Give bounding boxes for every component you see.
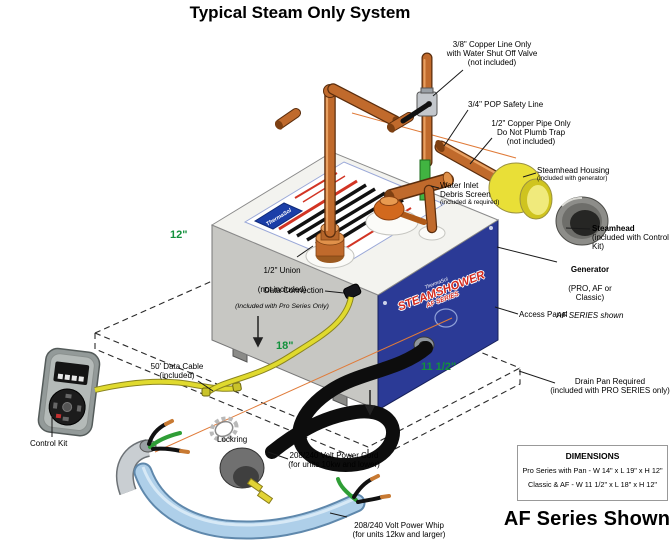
label-copper-line: 3/8" Copper Line Only with Water Shut Of… [446, 40, 538, 68]
dimensions-row-pro: Pro Series with Pan - W 14" x L 19" x H … [522, 466, 663, 475]
data-connection-port [343, 283, 362, 300]
label-union: 1/2" Union (not included) (Included with… [226, 257, 338, 320]
label-union-note: (not included) [257, 284, 307, 294]
water-line [400, 52, 438, 168]
inlet-tee [384, 171, 454, 234]
label-water-inlet-note: (included & required) [440, 199, 500, 206]
label-water-inlet: Water Inlet Debris Screen [440, 181, 491, 200]
series-shown-text: AF Series Shown [503, 508, 671, 530]
steam-pipe [434, 139, 509, 188]
control-kit-device [37, 347, 242, 437]
leader-lines [51, 69, 591, 518]
plug-prong [256, 489, 274, 505]
label-steamhead-housing-note: (included with generator) [537, 175, 608, 182]
label-control-kit: Control Kit [30, 439, 68, 448]
power-whip-part [115, 416, 391, 540]
label-data-cable: 50' Data Cable (included) [150, 362, 204, 381]
dimensions-row-classic: Classic & AF - W 11 1/2" x L 18" x H 12" [527, 480, 658, 489]
down-arrows [252, 316, 376, 416]
drain-valve [373, 196, 427, 225]
alignment-lines [154, 112, 517, 453]
pop-safety-pipe [323, 83, 402, 238]
label-steamhead-housing: Steamhead Housing [537, 166, 610, 175]
label-generator-note2: AF SERIES shown [556, 311, 624, 321]
panel-knockout [434, 308, 458, 328]
dimension-length: 18" [276, 340, 294, 352]
dimension-height: 12" [170, 229, 188, 241]
whip-wires-left [147, 419, 190, 454]
label-steamhead-note: (included with Control Kit) [592, 233, 669, 252]
data-cable-line [201, 296, 354, 397]
dimensions-header: DIMENSIONS [565, 451, 620, 461]
label-lockring: Lockring [217, 435, 248, 444]
panel-screw [489, 226, 493, 230]
label-power-whip: 208/240 Volt Power Whip (for units 12kw … [346, 512, 452, 545]
page-title: Typical Steam Only System [189, 3, 411, 22]
warning-sticker: ThermaSol [243, 161, 446, 265]
generator-unit: ThermaSol [210, 151, 500, 411]
whip-wires-right [336, 474, 391, 504]
label-pop-safety: 3/4" POP Safety Line [468, 100, 544, 109]
label-copper-pipe: 1/2" Copper Pipe Only Do Not Plumb Trap … [491, 119, 571, 147]
label-steamhead: Steamhead [592, 224, 635, 233]
dimension-width: 11 1/2" [421, 361, 457, 373]
plug-prong [246, 477, 264, 493]
label-power-whip-main: 208/240 Volt Power Whip (for units 12kw … [352, 521, 446, 540]
steamhead-part [555, 196, 609, 246]
label-power-cord: 208/240 Volt Power Cord (for units 10kw … [288, 451, 380, 470]
label-drain-pan: Drain Pan Required (included with PRO SE… [550, 377, 670, 396]
lockring-part [209, 416, 239, 442]
label-data-connection: Data Connection [264, 286, 324, 295]
label-generator-title: Generator [570, 265, 610, 275]
dimensions-box: DIMENSIONS Pro Series with Pan - W 14" x… [517, 445, 668, 501]
valve-lever [400, 101, 432, 124]
label-generator-note: (PRO, AF or Classic) [568, 283, 612, 302]
label-generator: Generator (PRO, AF or Classic) AF SERIES… [553, 256, 627, 330]
power-cord-part [219, 336, 435, 505]
label-union-note2: (Included with Pro Series Only) [235, 302, 329, 310]
power-plug [219, 447, 274, 505]
panel-screw [383, 301, 387, 305]
label-union-title: 1/2" Union [263, 266, 301, 276]
copper-pipes [275, 52, 509, 269]
control-kit-screen [53, 361, 90, 386]
label-access-panel: Access Panel [519, 310, 568, 319]
